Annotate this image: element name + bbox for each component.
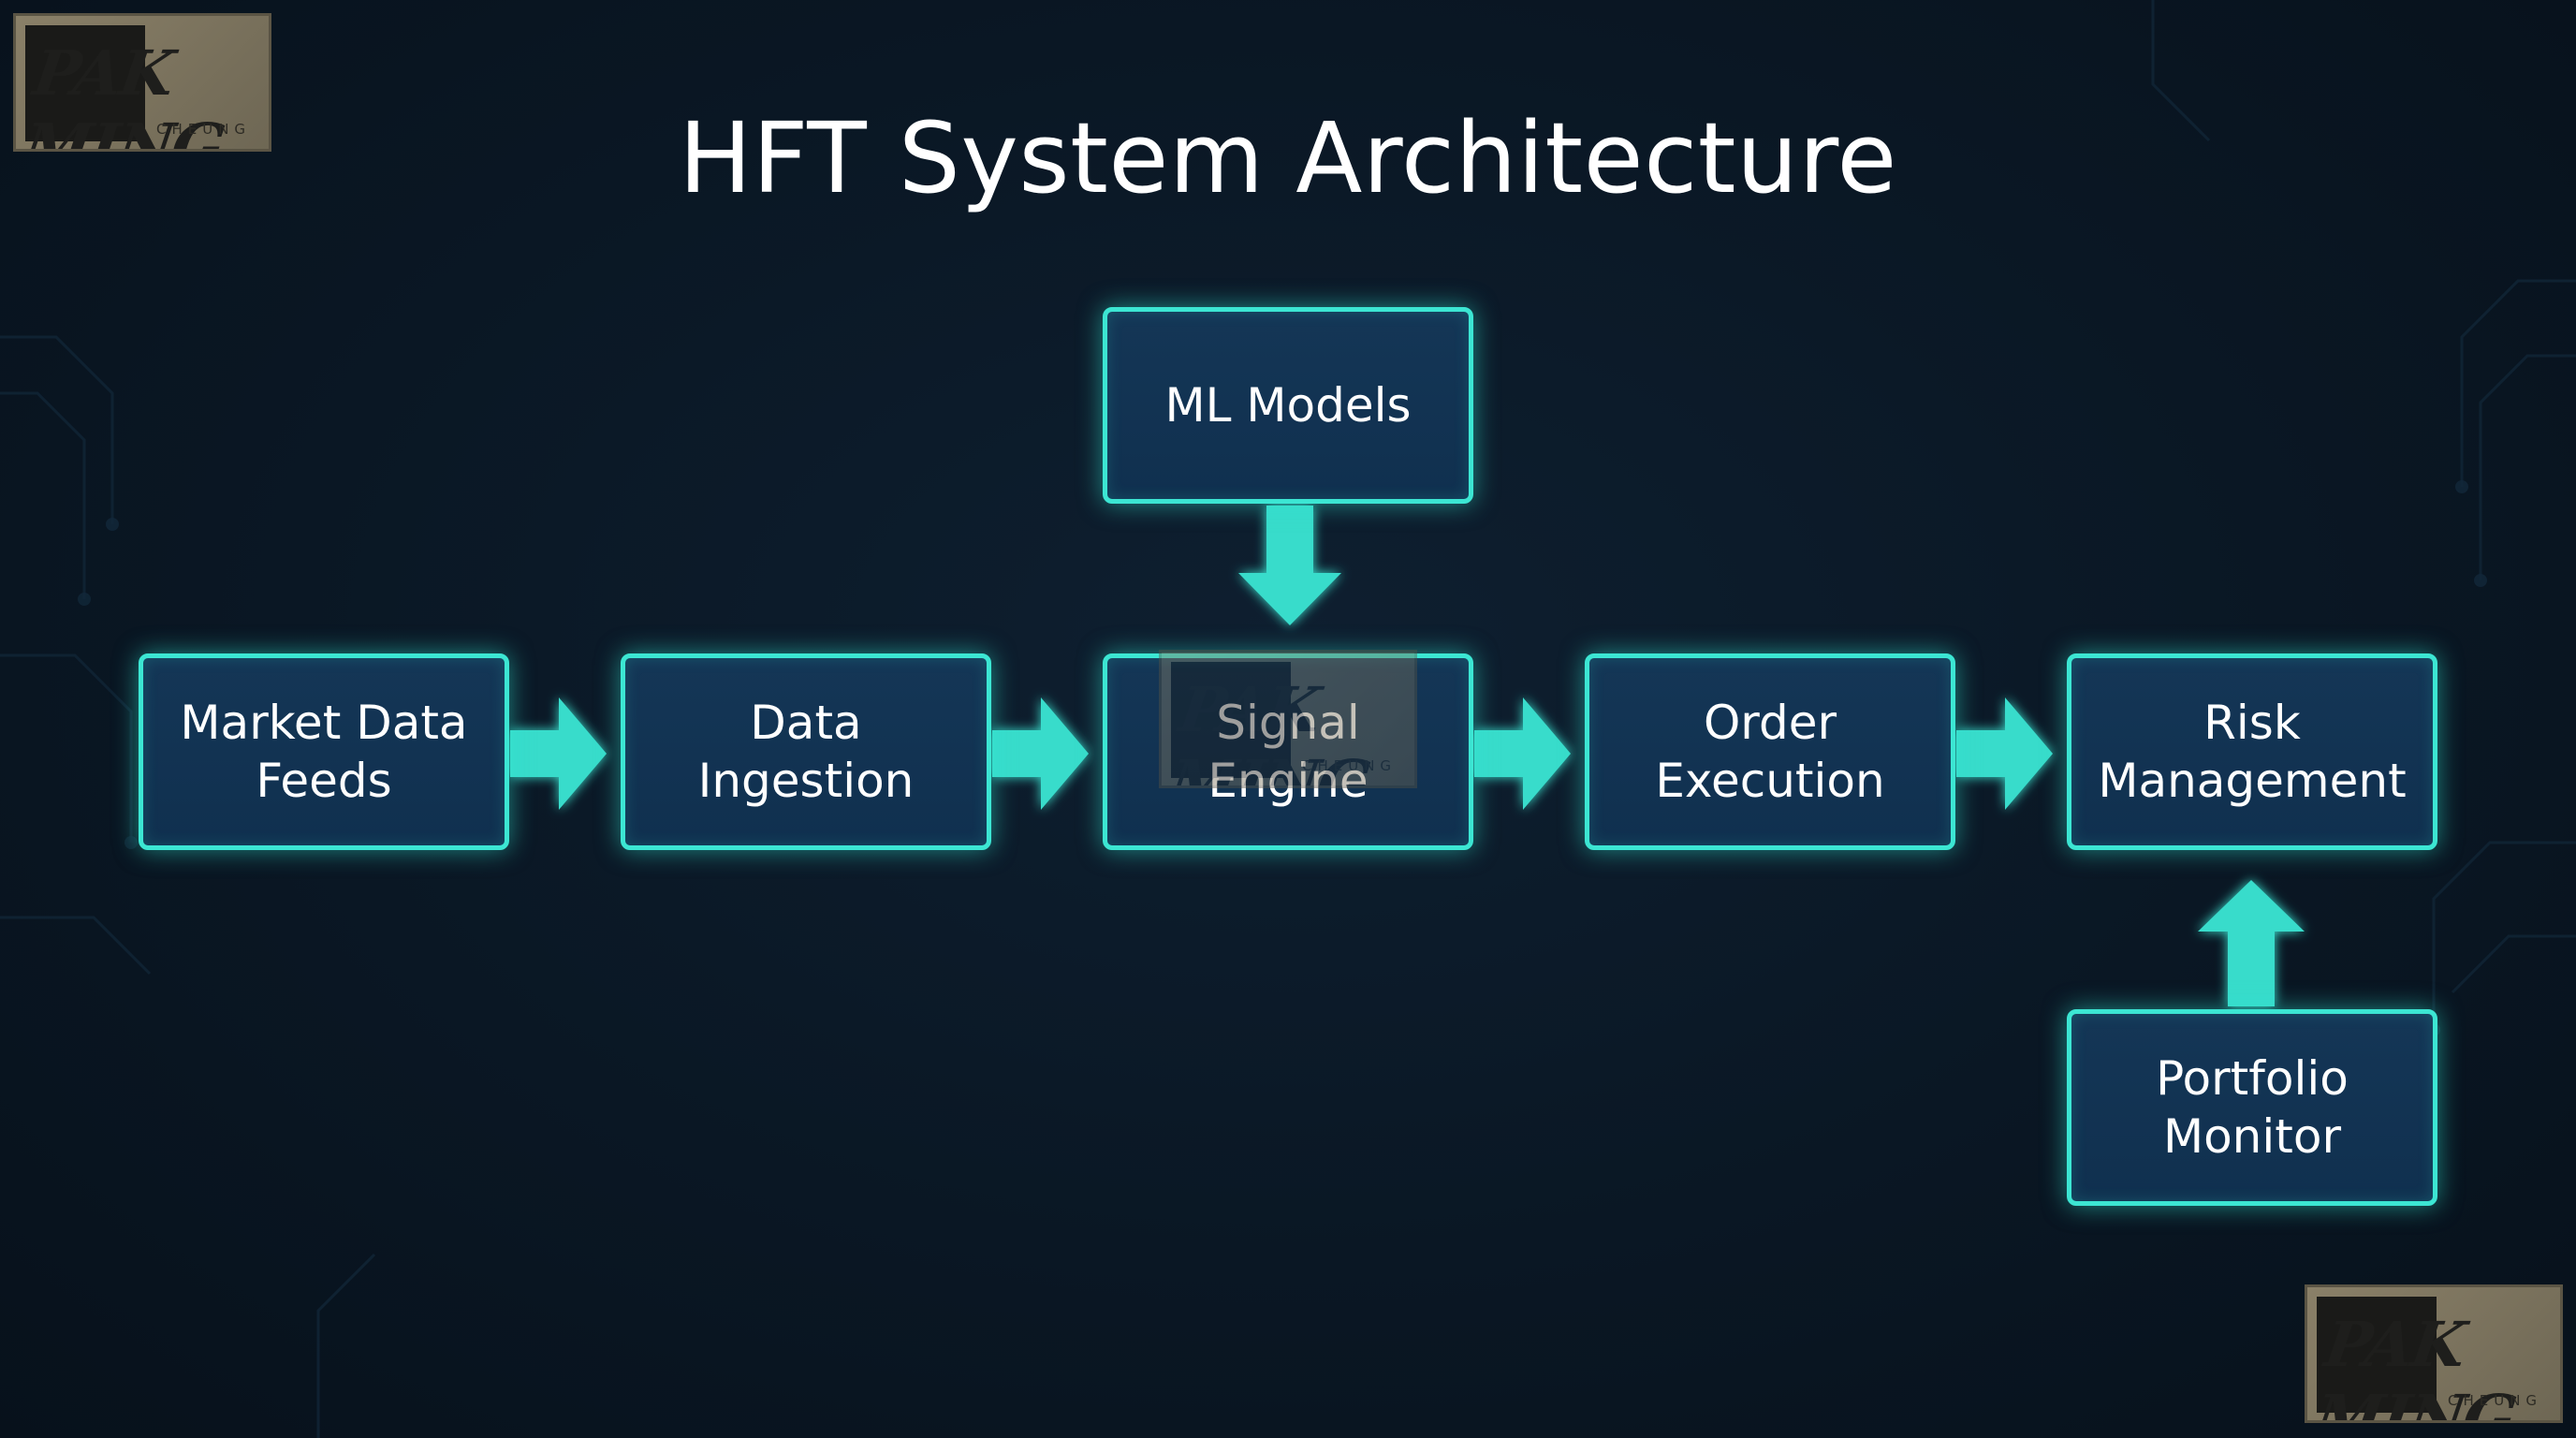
node-label: Signal Engine — [1208, 696, 1368, 808]
arrow-signal-to-order — [1474, 697, 1571, 810]
logo-subtext: CHEUNG — [156, 121, 252, 138]
logo-dark-panel — [25, 25, 145, 141]
logo-subtext: CHEUNG — [1302, 757, 1398, 774]
diagram-title: HFT System Architecture — [679, 101, 1897, 215]
node-label: ML Models — [1164, 378, 1412, 433]
arrow-ml-to-signal — [1238, 506, 1341, 625]
node-label: Order Execution — [1655, 696, 1885, 808]
node-ml-models[interactable]: ML Models — [1103, 307, 1473, 504]
watermark-logo-center: PAK MING CHEUNG — [1159, 650, 1417, 788]
arrow-portfolio-to-risk — [2198, 880, 2305, 1006]
logo-subtext: CHEUNG — [2448, 1392, 2543, 1409]
node-label: Risk Management — [2098, 696, 2407, 808]
arrow-ingestion-to-signal — [992, 697, 1089, 810]
node-label: Market Data Feeds — [180, 696, 468, 808]
logo-dark-panel — [2317, 1297, 2437, 1413]
node-data-ingestion[interactable]: Data Ingestion — [621, 653, 991, 850]
node-portfolio-monitor[interactable]: Portfolio Monitor — [2067, 1009, 2437, 1206]
watermark-logo-top-left: PAK MING CHEUNG — [13, 13, 271, 152]
watermark-logo-bottom-right: PAK MING CHEUNG — [2305, 1284, 2563, 1423]
arrow-order-to-risk — [1956, 697, 2053, 810]
node-signal-engine[interactable]: Signal Engine — [1103, 653, 1473, 850]
node-label: Portfolio Monitor — [2156, 1051, 2349, 1164]
node-market-data-feeds[interactable]: Market Data Feeds — [139, 653, 509, 850]
node-label: Data Ingestion — [697, 696, 915, 808]
arrow-market-to-ingestion — [510, 697, 607, 810]
logo-dark-panel — [1171, 662, 1291, 778]
node-order-execution[interactable]: Order Execution — [1585, 653, 1955, 850]
node-risk-management[interactable]: Risk Management — [2067, 653, 2437, 850]
